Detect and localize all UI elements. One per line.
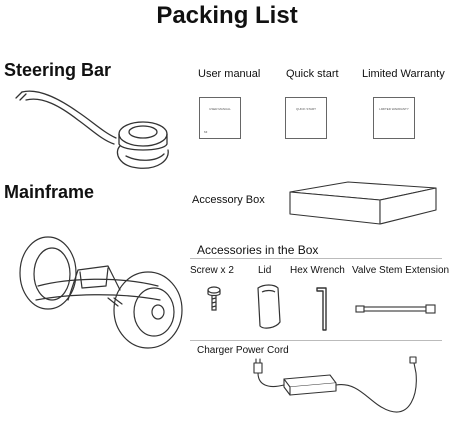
user-manual-footer-text: MI <box>204 130 208 134</box>
page-title: Packing List <box>156 2 298 29</box>
user-manual-cover-text: USER MANUAL <box>209 107 231 111</box>
valve-stem-extension-icon <box>355 304 436 314</box>
steering-bar-icon <box>15 90 169 169</box>
quick-start-label: Quick start <box>286 68 339 80</box>
accessory-box-icon <box>289 181 437 225</box>
screw-label: Screw x 2 <box>190 265 234 276</box>
accessory-box-label: Accessory Box <box>192 194 265 206</box>
lid-label: Lid <box>258 265 272 276</box>
accessories-divider <box>190 258 442 259</box>
limited-warranty-booklet: LIMITED WARRANTY <box>373 97 415 139</box>
mainframe-heading: Mainframe <box>4 182 95 202</box>
lid-icon <box>257 284 281 329</box>
limited-warranty-cover-text: LIMITED WARRANTY <box>379 107 409 111</box>
quick-start-booklet: QUICK START <box>285 97 327 139</box>
user-manual-booklet: USER MANUAL MI <box>199 97 241 139</box>
hex-wrench-icon <box>316 287 327 331</box>
quick-start-cover-text: QUICK START <box>296 107 316 111</box>
valve-stem-extension-label: Valve Stem Extension <box>352 265 450 276</box>
screw-icon <box>207 286 221 311</box>
steering-bar-heading: Steering Bar <box>4 60 112 80</box>
charger-divider <box>190 340 442 341</box>
accessories-header: Accessories in the Box <box>197 243 319 257</box>
limited-warranty-label: Limited Warranty <box>362 68 445 80</box>
charger-power-cord-icon <box>253 356 417 413</box>
mainframe-icon <box>19 236 183 349</box>
user-manual-label: User manual <box>198 68 261 80</box>
hex-wrench-label: Hex Wrench <box>290 265 345 276</box>
charger-label: Charger Power Cord <box>197 345 289 356</box>
